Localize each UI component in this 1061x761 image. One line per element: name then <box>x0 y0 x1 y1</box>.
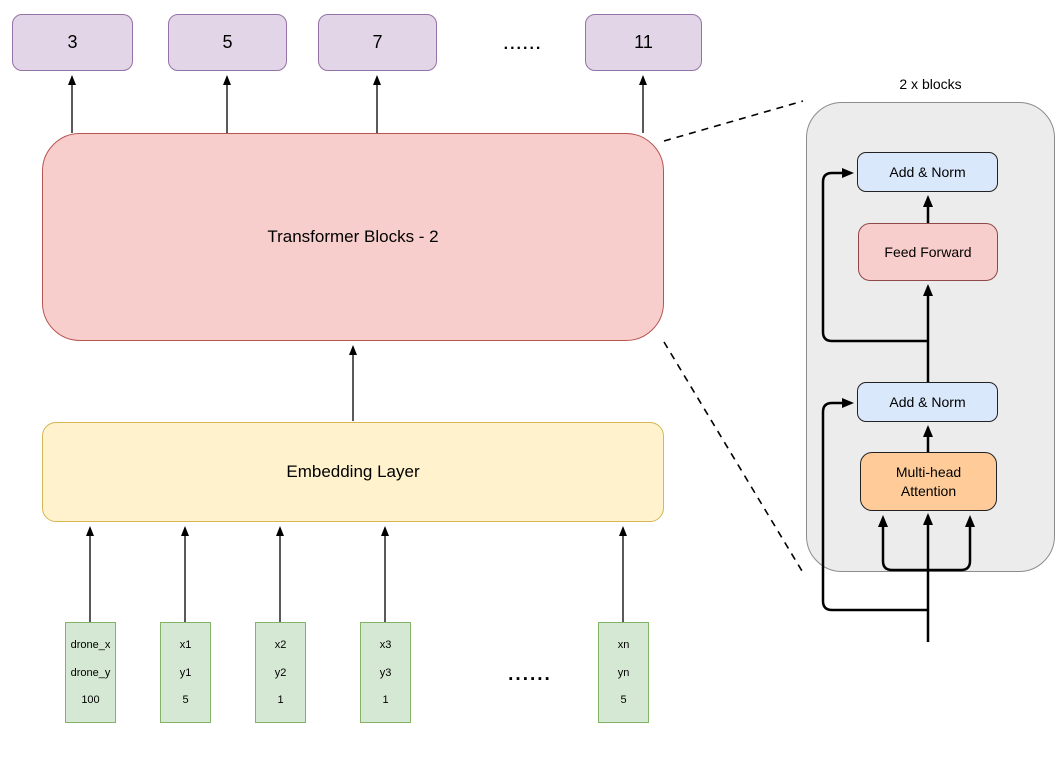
detail-panel-title: 2 x blocks <box>899 76 962 92</box>
input-line: y1 <box>179 666 192 679</box>
input-line: x2 <box>274 638 287 651</box>
output-ellipsis: ...... <box>503 36 543 53</box>
add-norm-bottom-box: Add & Norm <box>857 382 998 422</box>
feed-forward-box: Feed Forward <box>858 223 998 281</box>
transformer-blocks-box: Transformer Blocks - 2 <box>42 133 664 341</box>
input-arrows <box>86 526 627 622</box>
input-box-1: drone_x drone_y 100 <box>65 622 116 723</box>
transformer-blocks-label: Transformer Blocks - 2 <box>267 227 439 246</box>
attention-label-line1: Multi-head <box>895 463 962 480</box>
output-value: 7 <box>372 32 383 52</box>
input-line: xn <box>617 638 630 651</box>
input-line: x1 <box>179 638 192 651</box>
output-box-1: 3 <box>12 14 133 71</box>
input-box-4: x3 y3 1 <box>360 622 411 723</box>
input-line: x3 <box>379 638 392 651</box>
embedding-layer-label: Embedding Layer <box>286 462 420 481</box>
output-box-3: 7 <box>318 14 437 71</box>
dashed-zoom-connectors <box>663 100 804 572</box>
add-norm-bottom-label: Add & Norm <box>889 394 966 410</box>
multi-head-attention-box: Multi-head Attention <box>860 452 997 511</box>
output-value: 5 <box>222 32 233 52</box>
input-line: 1 <box>277 694 284 707</box>
attention-label-line2: Attention <box>900 482 957 499</box>
input-line: 5 <box>620 694 627 707</box>
residual-connection-top <box>821 168 928 343</box>
add-norm-top-label: Add & Norm <box>889 164 966 180</box>
input-ellipsis: ...... <box>508 664 552 685</box>
input-line: 1 <box>382 694 389 707</box>
feed-forward-label: Feed Forward <box>884 244 972 260</box>
residual-connection-bottom <box>821 398 928 612</box>
input-box-2: x1 y1 5 <box>160 622 211 723</box>
output-value: 3 <box>67 32 78 52</box>
input-line: 5 <box>182 694 189 707</box>
output-arrows <box>68 75 647 133</box>
detail-flow-arrows <box>821 168 975 642</box>
input-line: 100 <box>81 694 100 707</box>
embedding-layer-box: Embedding Layer <box>42 422 664 522</box>
input-line: drone_y <box>70 666 111 679</box>
output-value: 11 <box>634 32 653 52</box>
output-box-2: 5 <box>168 14 287 71</box>
input-line: y2 <box>274 666 287 679</box>
input-box-5: xn yn 5 <box>598 622 649 723</box>
input-line: yn <box>617 666 630 679</box>
input-line: drone_x <box>70 638 111 651</box>
add-norm-top-box: Add & Norm <box>857 152 998 192</box>
input-line: y3 <box>379 666 392 679</box>
output-box-4: 11 <box>585 14 702 71</box>
input-box-3: x2 y2 1 <box>255 622 306 723</box>
